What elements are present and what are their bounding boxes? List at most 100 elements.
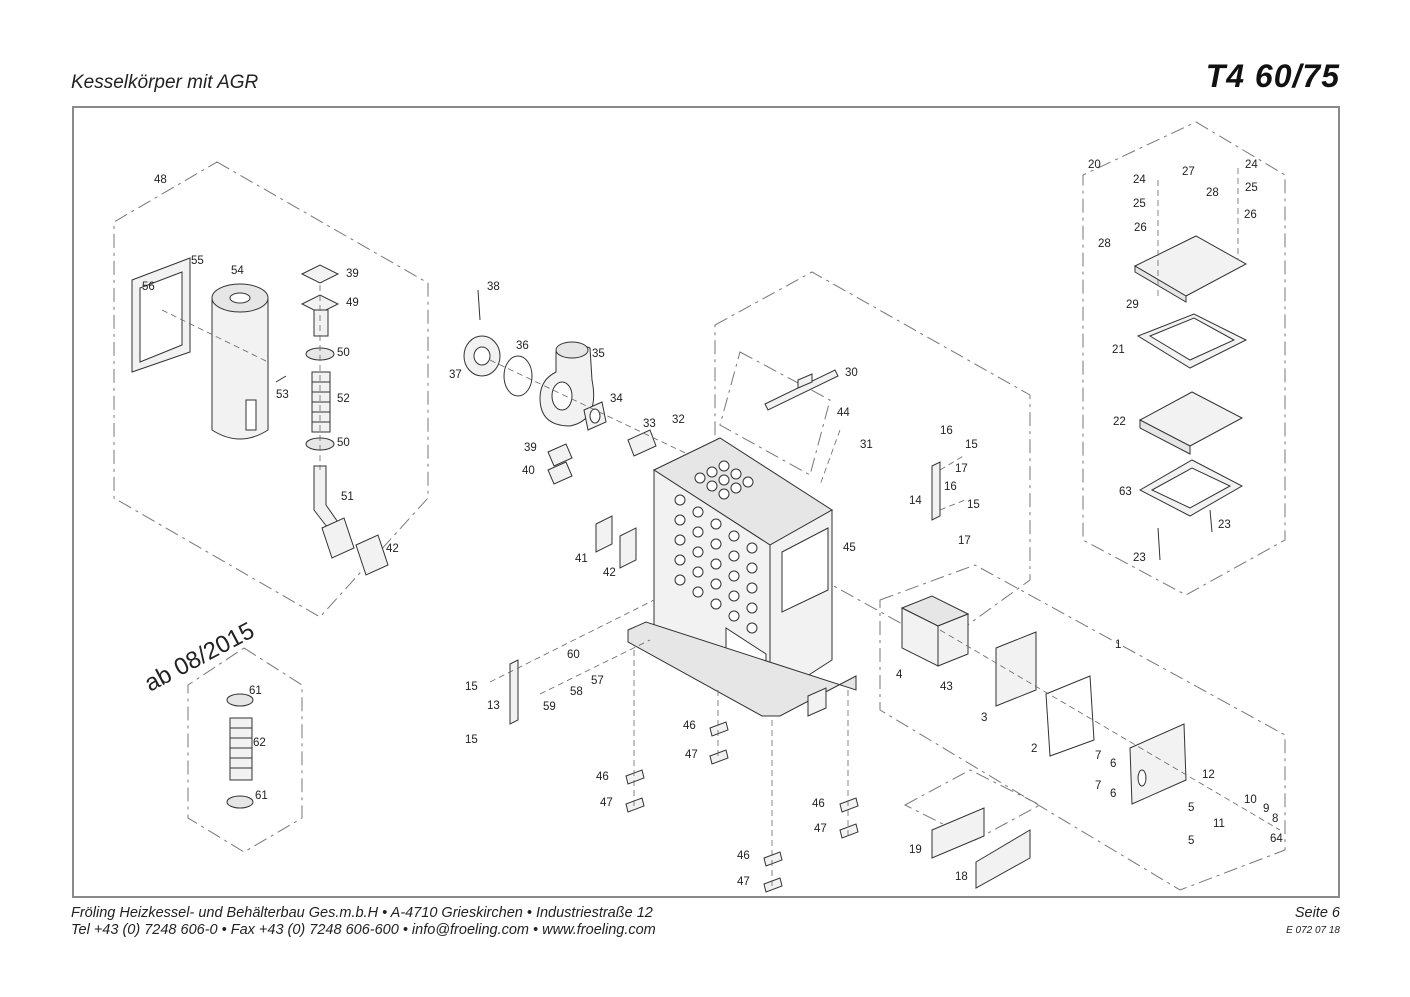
callout-47a: 47	[685, 749, 698, 761]
footer-contact: Tel +43 (0) 7248 606-0 • Fax +43 (0) 724…	[71, 922, 656, 938]
callout-37: 37	[449, 369, 462, 381]
callout-25b: 25	[1245, 182, 1258, 194]
callout-46b: 46	[596, 771, 609, 783]
group-48-agr-assembly	[113, 161, 429, 618]
callout-47d: 47	[737, 876, 750, 888]
callout-6a: 6	[1110, 758, 1116, 770]
callout-46d: 46	[737, 850, 750, 862]
callout-25a: 25	[1133, 198, 1146, 210]
callout-46a: 46	[683, 720, 696, 732]
callout-57: 57	[591, 675, 604, 687]
footer-document-code: E 072 07 18	[1286, 925, 1340, 936]
callout-63: 63	[1119, 486, 1132, 498]
callout-55: 55	[191, 255, 204, 267]
callout-39a: 39	[346, 268, 359, 280]
callout-45: 45	[843, 542, 856, 554]
top-plate-30	[719, 351, 839, 476]
callout-19: 19	[909, 844, 922, 856]
callout-62: 62	[253, 737, 266, 749]
callout-39b: 39	[524, 442, 537, 454]
callout-38: 38	[487, 281, 500, 293]
callout-43: 43	[940, 681, 953, 693]
callout-16a: 16	[940, 425, 953, 437]
callout-28b: 28	[1098, 238, 1111, 250]
callout-20: 20	[1088, 159, 1101, 171]
callout-9: 9	[1263, 803, 1269, 815]
callout-29: 29	[1126, 299, 1139, 311]
callout-15b: 15	[967, 499, 980, 511]
callout-51: 51	[341, 491, 354, 503]
callout-44: 44	[837, 407, 850, 419]
callout-64: 64	[1270, 833, 1283, 845]
callout-13: 13	[487, 700, 500, 712]
callout-40: 40	[522, 465, 535, 477]
callout-5b: 5	[1188, 835, 1194, 847]
callout-41: 41	[575, 553, 588, 565]
callout-12: 12	[1202, 769, 1215, 781]
callout-14: 14	[909, 495, 922, 507]
callout-15a: 15	[965, 439, 978, 451]
callout-16b: 16	[944, 481, 957, 493]
diagram-frame	[72, 106, 1340, 898]
callout-2: 2	[1031, 743, 1037, 755]
callout-27: 27	[1182, 166, 1195, 178]
callout-61a: 61	[249, 685, 262, 697]
callout-42a: 42	[386, 543, 399, 555]
callout-26b: 26	[1244, 209, 1257, 221]
callout-34: 34	[610, 393, 623, 405]
model-title: T4 60/75	[1205, 58, 1340, 94]
callout-31: 31	[860, 439, 873, 451]
callout-11: 11	[1213, 818, 1225, 830]
callout-3: 3	[981, 712, 987, 724]
callout-47b: 47	[600, 797, 613, 809]
revision-note: ab 08/2015	[140, 617, 259, 697]
side-small-parts	[489, 515, 655, 725]
callout-59: 59	[543, 701, 556, 713]
callout-32: 32	[672, 414, 685, 426]
feet-pads	[625, 650, 859, 893]
callout-24a: 24	[1133, 174, 1146, 186]
callout-36: 36	[516, 340, 529, 352]
callout-18: 18	[955, 871, 968, 883]
group-ab-2015	[187, 647, 303, 853]
callout-52: 52	[337, 393, 350, 405]
page-title: Kesselkörper mit AGR	[71, 72, 259, 93]
callout-17a: 17	[955, 463, 968, 475]
callout-8: 8	[1272, 813, 1278, 825]
callout-46c: 46	[812, 798, 825, 810]
callout-24b: 24	[1245, 159, 1258, 171]
callout-labels: 48 55 54 56 39 49 50 53 52 50 51 42 61 6…	[142, 159, 1283, 888]
bracket-14	[931, 454, 966, 521]
callout-54: 54	[231, 265, 244, 277]
callout-17b: 17	[958, 535, 971, 547]
callout-5a: 5	[1188, 802, 1194, 814]
callout-50b: 50	[337, 437, 350, 449]
footer-page-number: Seite 6	[1294, 905, 1340, 921]
callout-61b: 61	[255, 790, 268, 802]
callout-23a: 23	[1218, 519, 1231, 531]
callout-49: 49	[346, 297, 359, 309]
callout-30: 30	[845, 367, 858, 379]
callout-7a: 7	[1095, 750, 1101, 762]
callout-7b: 7	[1095, 780, 1101, 792]
callout-10: 10	[1244, 794, 1257, 806]
callout-23b: 23	[1133, 552, 1146, 564]
bottom-cover-plates	[903, 769, 1042, 889]
callout-26a: 26	[1134, 222, 1147, 234]
callout-56: 56	[142, 281, 155, 293]
callout-15d: 15	[465, 734, 478, 746]
callout-22: 22	[1113, 416, 1126, 428]
group-20-lid-assembly	[1082, 121, 1286, 596]
callout-58: 58	[570, 686, 583, 698]
callout-15c: 15	[465, 681, 478, 693]
callout-53: 53	[276, 389, 289, 401]
callout-28a: 28	[1206, 187, 1219, 199]
callout-1: 1	[1115, 639, 1121, 651]
group-1-door-assembly	[879, 564, 1286, 891]
callout-6b: 6	[1110, 788, 1116, 800]
boiler-body	[627, 271, 1031, 717]
front-hole-grid	[674, 494, 758, 634]
callout-48: 48	[154, 174, 167, 186]
callout-35: 35	[592, 348, 605, 360]
